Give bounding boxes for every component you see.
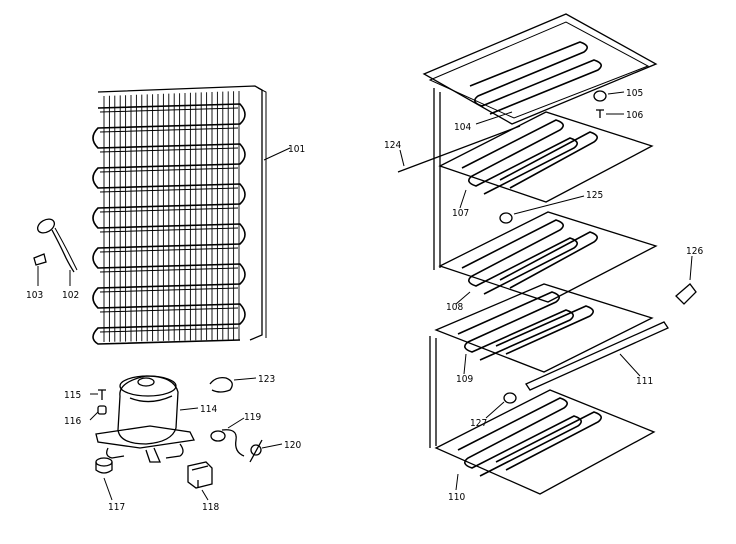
small-parts-left	[95, 389, 113, 474]
label-125: 125	[586, 190, 603, 201]
label-116: 116	[64, 416, 81, 427]
label-110: 110	[448, 492, 465, 503]
label-108: 108	[446, 302, 463, 313]
compressor	[95, 375, 195, 463]
label-119: 119	[244, 412, 261, 423]
evaporator-shelf-108	[438, 211, 658, 303]
label-127: 127	[470, 418, 487, 429]
label-111: 111	[636, 376, 653, 387]
label-106: 106	[626, 110, 643, 121]
part-labels: 101 102 103 104 105 106 107 108 109 110 …	[26, 88, 703, 513]
label-114: 114	[200, 404, 217, 415]
evaporator-assembly	[397, 13, 697, 495]
label-120: 120	[284, 440, 301, 451]
label-126: 126	[686, 246, 703, 257]
evaporator-shelf-109	[434, 283, 654, 373]
evaporator-shelf-110	[434, 389, 656, 495]
temperature-sensor-part	[33, 218, 78, 273]
label-103: 103	[26, 290, 43, 301]
label-107: 107	[452, 208, 469, 219]
label-102: 102	[62, 290, 79, 301]
leader-lines	[37, 91, 693, 501]
label-124: 124	[384, 140, 401, 151]
label-109: 109	[456, 374, 473, 385]
evaporator-shelf-107	[438, 111, 654, 203]
label-123: 123	[258, 374, 275, 385]
label-101: 101	[288, 144, 305, 155]
electrical-parts	[187, 376, 263, 489]
label-118: 118	[202, 502, 219, 513]
label-104: 104	[454, 122, 471, 133]
condenser-coil	[92, 85, 267, 345]
label-105: 105	[626, 88, 643, 99]
label-117: 117	[108, 502, 125, 513]
label-115: 115	[64, 390, 81, 401]
